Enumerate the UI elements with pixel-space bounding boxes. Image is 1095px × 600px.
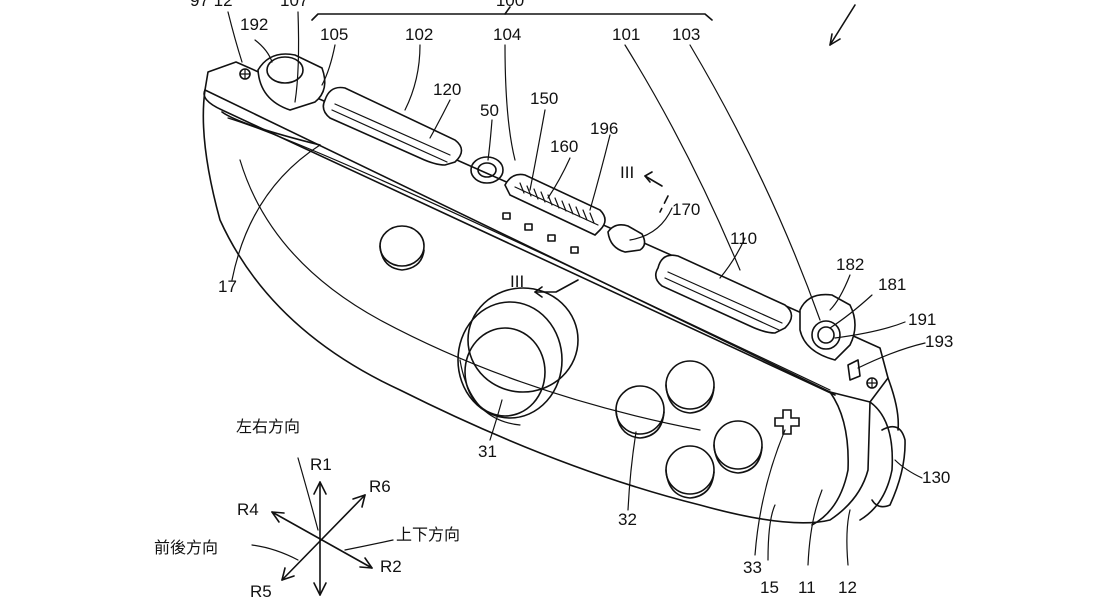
label-100: 100 — [496, 0, 524, 10]
label-102: 102 — [405, 25, 433, 44]
label-107: 107 — [280, 0, 308, 10]
direction-axes: 左右方向 上下方向 前後方向 R1 R2 R4 R5 R6 — [154, 417, 460, 600]
label-191: 191 — [908, 310, 936, 329]
label-103: 103 — [672, 25, 700, 44]
plus-button — [774, 409, 800, 435]
leader-lines — [227, 11, 926, 566]
reference-labels: 100 97 12 107 192 105 102 104 101 103 12… — [190, 0, 953, 597]
label-top-left: 97 12 — [190, 0, 233, 10]
action-buttons — [615, 360, 763, 499]
label-192: 192 — [240, 15, 268, 34]
view-arrow — [829, 4, 856, 46]
label-left-right-direction: 左右方向 — [236, 417, 300, 436]
label-31: 31 — [478, 442, 497, 461]
label-33: 33 — [743, 558, 762, 577]
label-50: 50 — [480, 101, 499, 120]
label-182: 182 — [836, 255, 864, 274]
connector-pins — [519, 182, 595, 224]
label-r2: R2 — [380, 557, 402, 576]
label-12: 12 — [838, 578, 857, 597]
label-130: 130 — [922, 468, 950, 487]
label-front-back-direction: 前後方向 — [154, 538, 218, 557]
label-193: 193 — [925, 332, 953, 351]
controller-body — [202, 61, 906, 526]
label-17: 17 — [218, 277, 237, 296]
group-bracket — [311, 6, 713, 21]
label-104: 104 — [493, 25, 521, 44]
label-105: 105 — [320, 25, 348, 44]
label-32: 32 — [618, 510, 637, 529]
label-r6: R6 — [369, 477, 391, 496]
label-150: 150 — [530, 89, 558, 108]
label-101: 101 — [612, 25, 640, 44]
label-section-3-top: III — [620, 163, 634, 182]
label-r5: R5 — [250, 582, 272, 600]
label-170: 170 — [672, 200, 700, 219]
label-section-3-bottom: III — [510, 272, 524, 291]
section-arrows — [534, 171, 669, 298]
label-15: 15 — [760, 578, 779, 597]
label-160: 160 — [550, 137, 578, 156]
label-110: 110 — [730, 229, 757, 248]
label-r1: R1 — [310, 455, 332, 474]
rail-parts — [257, 53, 861, 381]
label-181: 181 — [878, 275, 906, 294]
indicator-leds — [502, 212, 579, 254]
label-120: 120 — [433, 80, 461, 99]
label-11: 11 — [798, 578, 816, 597]
analog-stick — [457, 287, 579, 426]
label-196: 196 — [590, 119, 618, 138]
label-up-down-direction: 上下方向 — [396, 525, 460, 544]
face-buttons — [379, 225, 800, 499]
label-r4: R4 — [237, 500, 259, 519]
